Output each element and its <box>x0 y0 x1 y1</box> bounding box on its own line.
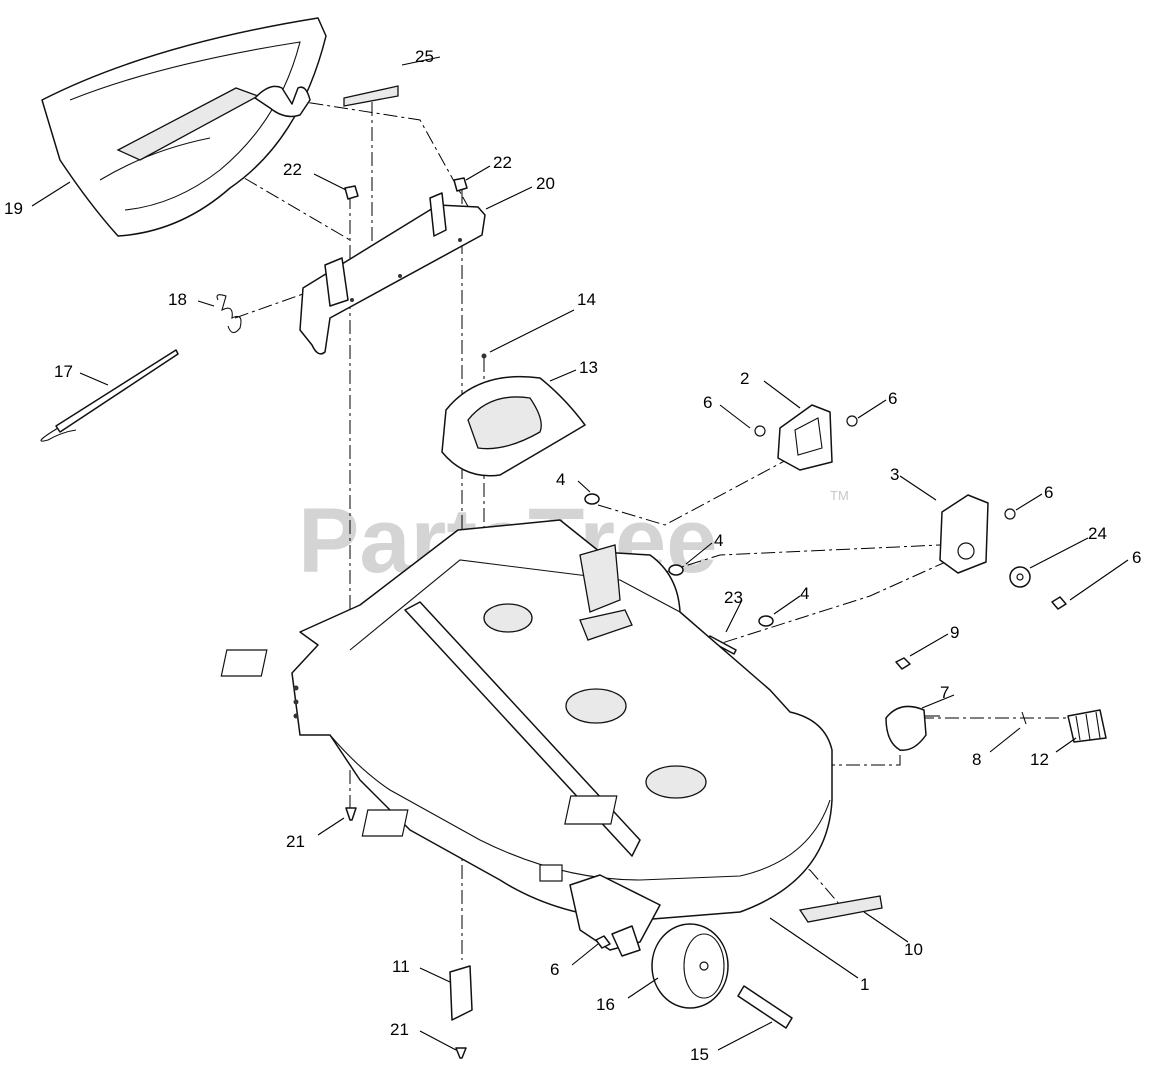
callout-16: 16 <box>596 995 615 1014</box>
gauge-wheel <box>611 923 729 1009</box>
callout-20: 20 <box>536 174 555 193</box>
callout-24: 24 <box>1088 524 1107 543</box>
leader-lines <box>31 56 1129 1051</box>
grease-fitting <box>885 705 940 751</box>
callout-6: 6 <box>888 389 897 408</box>
rod <box>40 349 179 442</box>
bracket-3 <box>939 494 1067 610</box>
callout-15: 15 <box>690 1045 709 1064</box>
callout-7: 7 <box>940 683 949 702</box>
callout-22: 22 <box>493 153 512 172</box>
callout-23: 23 <box>724 588 743 607</box>
callout-10: 10 <box>904 940 923 959</box>
callout-9: 9 <box>950 623 959 642</box>
callout-14: 14 <box>577 290 596 309</box>
nut-9 <box>895 657 911 670</box>
callout-4: 4 <box>800 584 809 603</box>
callout-17: 17 <box>54 362 73 381</box>
mower-deck <box>220 519 833 951</box>
bracket-2 <box>754 404 858 471</box>
callout-19: 19 <box>4 199 23 218</box>
callout-2: 2 <box>740 369 749 388</box>
callout-18: 18 <box>168 290 187 309</box>
callout-12: 12 <box>1030 750 1049 769</box>
callout-25: 25 <box>415 47 434 66</box>
bolt-21-lower <box>455 1047 467 1059</box>
callout-21: 21 <box>286 832 305 851</box>
callout-4: 4 <box>714 531 723 550</box>
axle-bolt <box>737 985 793 1029</box>
callout-6: 6 <box>703 393 712 412</box>
bracket-11 <box>449 965 473 1021</box>
decal <box>343 85 399 107</box>
watermark-trademark: TM <box>830 488 849 503</box>
callout-1: 1 <box>860 975 869 994</box>
washer-8 <box>1021 711 1027 725</box>
spindle-cover <box>441 353 586 477</box>
callout-11: 11 <box>392 957 410 976</box>
callout-6: 6 <box>550 960 559 979</box>
deflector-10 <box>798 895 883 923</box>
callout-4: 4 <box>556 470 565 489</box>
studs <box>584 493 774 627</box>
callout-8: 8 <box>972 750 981 769</box>
bolt-21-upper <box>345 807 357 821</box>
callout-6: 6 <box>1132 548 1141 567</box>
deflector-chute <box>41 17 327 237</box>
callout-13: 13 <box>579 358 598 377</box>
callout-6: 6 <box>1044 483 1053 502</box>
callout-3: 3 <box>890 465 899 484</box>
callout-22: 22 <box>283 160 302 179</box>
spring <box>216 294 242 334</box>
callout-21: 21 <box>390 1020 409 1039</box>
hose-coupler <box>1067 709 1107 743</box>
callout-labels: 19 25 22 22 20 18 17 14 13 2 6 6 3 6 24 … <box>4 47 1141 1064</box>
deflector-bracket <box>299 177 486 355</box>
